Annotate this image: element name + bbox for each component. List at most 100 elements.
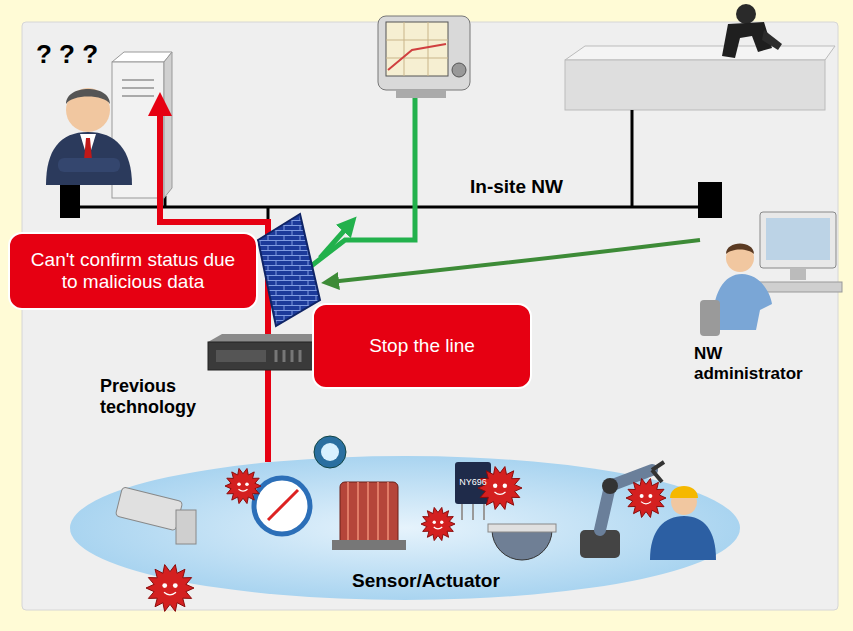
car-navigation (452, 63, 466, 77)
firewall (258, 214, 320, 326)
virus-icon (440, 521, 443, 524)
car-navigation (396, 90, 446, 98)
turbine (332, 482, 406, 550)
virus-icon (641, 502, 651, 504)
firewall (258, 214, 320, 326)
car-navigation (388, 44, 446, 70)
virus-icon (478, 467, 522, 510)
camera (115, 487, 182, 531)
administrator (712, 274, 772, 330)
virus-icon (478, 467, 522, 510)
administrator (766, 218, 830, 260)
admin-command-arrow (330, 240, 700, 282)
thermometer-dial (268, 490, 298, 520)
network-label: In-site NW (470, 176, 563, 198)
virus-icon (237, 482, 241, 486)
virus-icon (495, 492, 506, 494)
virus-icons (146, 467, 666, 612)
car-navigation (378, 16, 470, 98)
dome-camera (488, 524, 556, 532)
area-label: Sensor/Actuator (352, 570, 500, 592)
virus-icon (626, 479, 666, 518)
nav-traffic-arrow (306, 98, 415, 270)
network-line (60, 185, 80, 218)
virus-icon (640, 494, 644, 498)
virus-icon (225, 468, 261, 503)
administrator (790, 268, 806, 280)
gauge (314, 436, 346, 468)
robot-arm (602, 478, 618, 494)
car-navigation (386, 22, 448, 76)
puzzled-person (46, 88, 132, 185)
dome-camera (492, 530, 552, 560)
puzzled-person (66, 89, 110, 104)
server-tower (164, 52, 172, 198)
virus-icon (421, 507, 455, 540)
thief-figure (762, 30, 782, 50)
virus-icon (239, 489, 248, 491)
admin-command-arrow (330, 240, 700, 282)
administrator (726, 244, 754, 255)
virus-icon (162, 583, 167, 588)
background (22, 22, 838, 610)
administrator (760, 212, 836, 268)
puzzled-person (66, 88, 110, 132)
virus-icon (164, 592, 176, 595)
virus-icon (146, 565, 194, 612)
network-line (698, 182, 722, 218)
gauge (314, 436, 346, 468)
robot-arm (652, 462, 664, 482)
server-tower (122, 80, 154, 96)
virus-icon (146, 565, 194, 612)
question-marks: ? ? ? (36, 40, 98, 70)
puzzled-person (46, 132, 132, 185)
turbine (340, 482, 398, 546)
virus-icon (493, 484, 497, 488)
role-label: NW administrator (694, 344, 826, 383)
virus-icon (434, 527, 443, 529)
callout-box: Can't confirm status due to malicious da… (8, 232, 258, 310)
sensor-chip (462, 504, 484, 520)
turbine (332, 540, 406, 550)
rack-server (276, 350, 300, 362)
virus-icon (245, 482, 249, 486)
wall (565, 60, 825, 110)
virus-icon (626, 479, 666, 518)
administrator (700, 212, 842, 336)
nav-traffic-arrow (306, 98, 415, 270)
administrator (700, 300, 720, 336)
wall (565, 46, 835, 60)
rack-server (216, 350, 266, 362)
worker (670, 486, 698, 498)
turbine (348, 482, 388, 546)
callout-box: Stop the line (312, 303, 532, 389)
virus-icon (503, 484, 507, 488)
car-navigation (378, 16, 470, 90)
thief-figure (736, 4, 756, 24)
dome-camera (488, 524, 556, 560)
thief-figure (722, 4, 782, 58)
part-number: NY696 (455, 477, 491, 487)
camera (176, 510, 196, 544)
puzzled-person (58, 158, 120, 172)
nav-traffic-arrow (320, 224, 350, 258)
callout-text: Stop the line (369, 335, 475, 357)
worker (650, 516, 716, 560)
virus-icon (421, 507, 455, 540)
virus-icon (648, 494, 652, 498)
gauge (321, 443, 339, 461)
virus-icon (173, 583, 178, 588)
thermometer-dial (254, 478, 310, 534)
device-label: Previous technology (100, 376, 224, 417)
camera (115, 487, 196, 544)
thermometer-dial (254, 478, 310, 534)
car-navigation (386, 22, 448, 76)
server-tower (112, 52, 172, 62)
wall (631, 110, 634, 207)
virus-icon (225, 468, 261, 503)
virus-icon (433, 521, 436, 524)
callout-text: Can't confirm status due to malicious da… (28, 249, 238, 293)
